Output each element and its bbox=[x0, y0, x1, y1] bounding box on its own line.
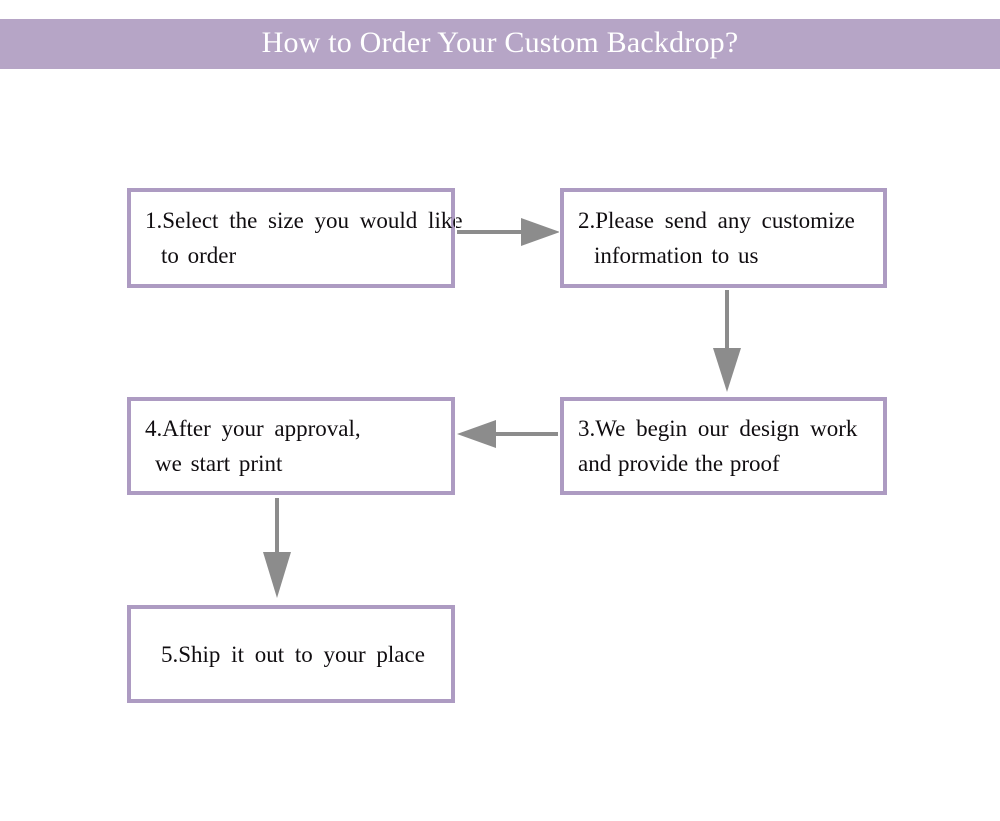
flow-step-4-line-2: we start print bbox=[155, 451, 283, 476]
header-band: How to Order Your Custom Backdrop? bbox=[0, 19, 1000, 69]
arrow-step4-to-step5 bbox=[263, 498, 291, 598]
flow-step-3[interactable]: 3.We begin our design work and provide t… bbox=[559, 396, 888, 496]
flow-step-1[interactable]: 1.Select the size you would like to orde… bbox=[126, 187, 463, 289]
page-title: How to Order Your Custom Backdrop? bbox=[261, 26, 739, 59]
arrow-step2-to-step3 bbox=[713, 290, 741, 392]
flow-step-2-line-1: 2.Please send any customize bbox=[578, 208, 855, 233]
arrow-step3-to-step4 bbox=[457, 420, 558, 448]
flow-step-2[interactable]: 2.Please send any customize information … bbox=[559, 187, 888, 289]
flow-step-3-line-1: 3.We begin our design work bbox=[578, 416, 858, 441]
flow-step-4[interactable]: 4.After your approval, we start print bbox=[126, 396, 456, 496]
flow-step-5-line-1: 5.Ship it out to your place bbox=[161, 641, 425, 667]
flow-step-3-line-2: and provide the proof bbox=[578, 451, 780, 476]
arrow-step1-to-step2 bbox=[457, 218, 560, 246]
flow-step-4-line-1: 4.After your approval, bbox=[145, 416, 361, 441]
flow-step-1-line-2: to order bbox=[161, 243, 237, 268]
flow-step-5[interactable]: 5.Ship it out to your place bbox=[126, 604, 456, 704]
flow-step-2-line-2: information to us bbox=[594, 243, 759, 268]
flow-step-1-line-1: 1.Select the size you would like bbox=[145, 208, 463, 233]
